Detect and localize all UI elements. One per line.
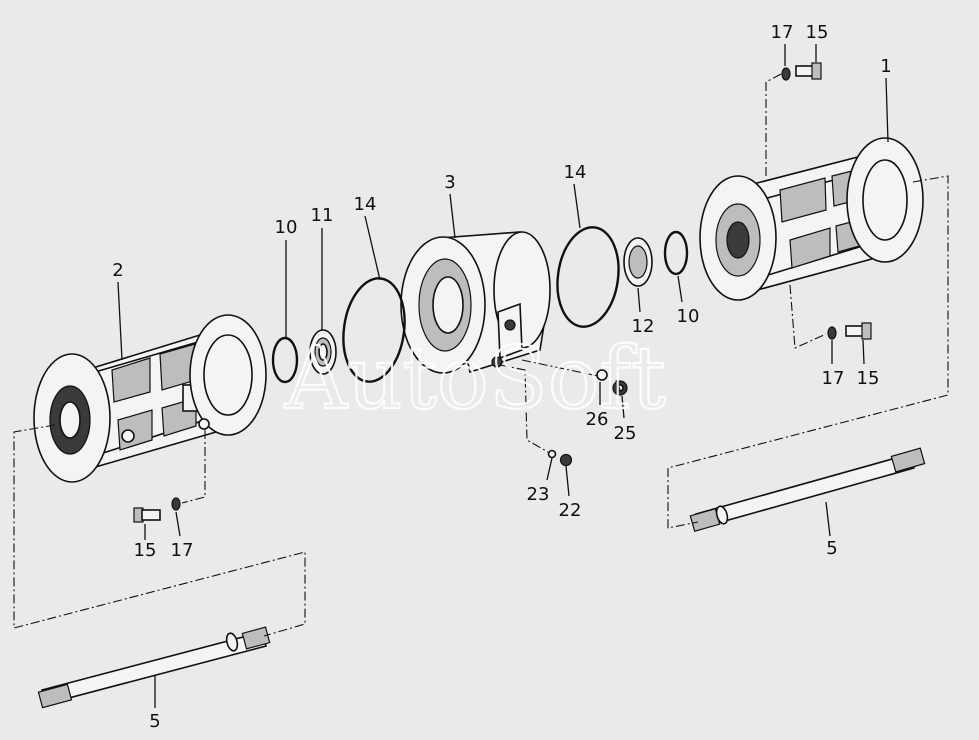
callout-15-top: 15 xyxy=(806,22,829,43)
assembly-lines xyxy=(13,73,949,637)
part-11-bearing xyxy=(309,329,337,375)
callout-25: 25 xyxy=(614,423,637,444)
leader-lines xyxy=(117,44,889,708)
part-23-washer xyxy=(547,449,557,459)
part-5-shaft-left xyxy=(37,626,271,709)
part-3-center-housing xyxy=(400,231,551,374)
callout-14-left: 14 xyxy=(354,194,377,215)
callout-10-right: 10 xyxy=(677,306,700,327)
part-17-washer-right xyxy=(827,326,837,340)
callout-12: 12 xyxy=(632,316,655,337)
part-15-bolt-left xyxy=(133,507,161,523)
callout-22: 22 xyxy=(559,500,582,521)
part-1-right-housing xyxy=(699,137,924,301)
part-15-bolt-top xyxy=(795,62,822,80)
callout-23: 23 xyxy=(527,484,550,505)
part-10-oring-left xyxy=(271,336,299,384)
callout-5-right: 5 xyxy=(826,538,837,559)
part-14-oring-left xyxy=(342,277,406,383)
part-26-washer xyxy=(596,369,608,381)
callout-10-left: 10 xyxy=(275,217,298,238)
part-12-seal xyxy=(623,237,653,287)
part-25-plug xyxy=(612,380,628,396)
part-5-shaft-right xyxy=(689,447,926,533)
callout-17-left: 17 xyxy=(171,540,194,561)
part-2-left-housing xyxy=(33,314,267,483)
callout-5-left: 5 xyxy=(149,711,160,732)
part-22-plug xyxy=(559,453,573,467)
part-17-washer-top xyxy=(781,67,791,81)
callout-17-right: 17 xyxy=(822,368,845,389)
callout-2: 2 xyxy=(112,260,123,281)
callout-15-right: 15 xyxy=(857,368,880,389)
part-17-washer-left xyxy=(171,497,181,511)
part-10-oring-right xyxy=(663,230,689,276)
callout-14-right: 14 xyxy=(564,162,587,183)
part-14-oring-right xyxy=(556,226,620,328)
callout-1: 1 xyxy=(880,56,891,77)
part-15-bolt-right xyxy=(845,322,872,340)
callout-26: 26 xyxy=(586,409,609,430)
callout-11: 11 xyxy=(311,205,334,226)
watermark: AutoSoft xyxy=(284,329,666,429)
callout-labels: 17 15 1 2 3 10 11 14 14 12 10 17 15 26 2… xyxy=(112,22,891,732)
callout-15-left: 15 xyxy=(134,540,157,561)
callout-17-top: 17 xyxy=(771,22,794,43)
callout-3: 3 xyxy=(444,172,455,193)
